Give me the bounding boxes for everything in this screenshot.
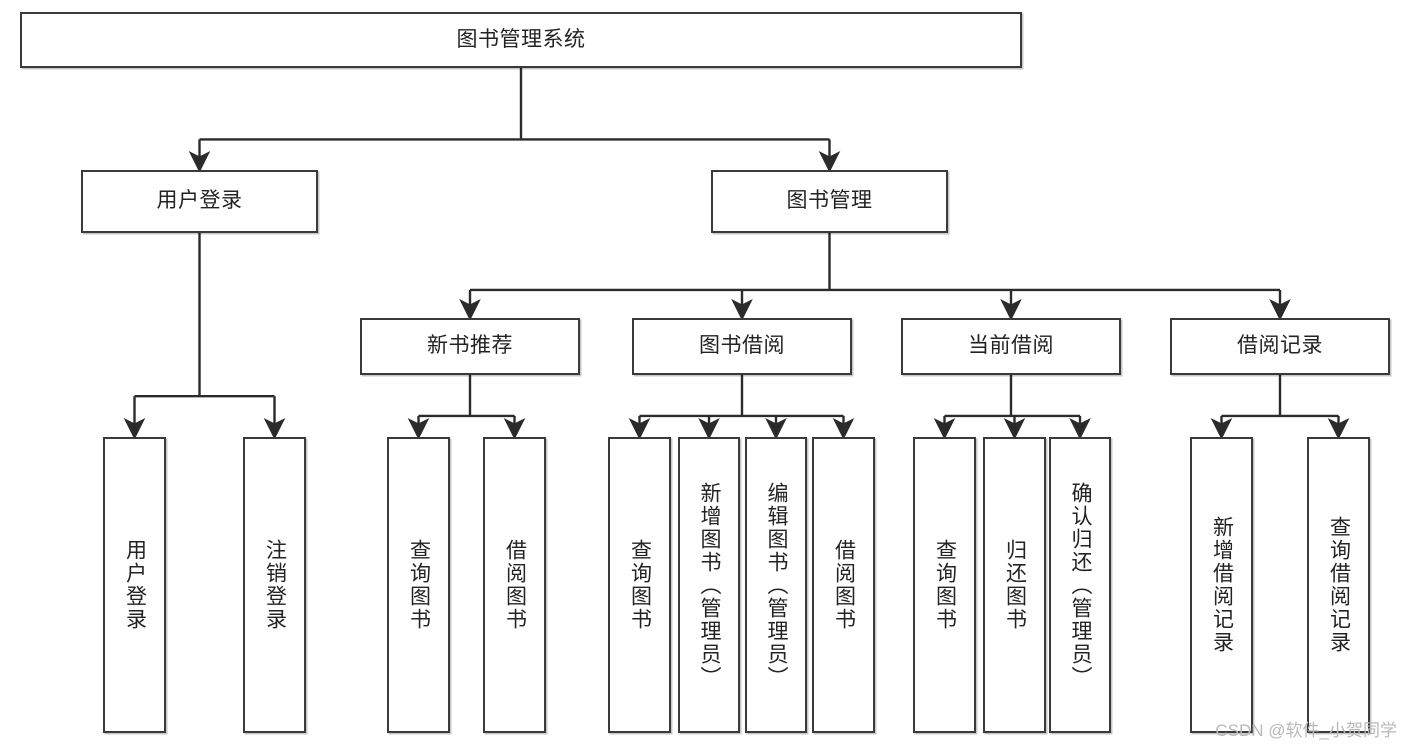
node-book-manage[interactable]: 图书管理	[711, 170, 948, 233]
node-root-label: 图书管理系统	[456, 27, 586, 51]
node-root[interactable]: 图书管理系统	[20, 12, 1022, 68]
node-leaf-user-login[interactable]: 用户登录	[103, 437, 166, 733]
node-borrow-record[interactable]: 借阅记录	[1170, 318, 1390, 375]
node-leaf-query-book-3-label: 查询图书	[933, 539, 957, 631]
node-leaf-query-record-label: 查询借阅记录	[1327, 516, 1351, 654]
node-leaf-edit-book[interactable]: 编辑图书（管理员）	[745, 437, 807, 733]
node-leaf-borrow-book-1-label: 借阅图书	[503, 539, 527, 631]
node-leaf-query-record[interactable]: 查询借阅记录	[1307, 437, 1370, 733]
node-book-borrow-label: 图书借阅	[699, 334, 785, 358]
node-leaf-confirm-return[interactable]: 确认归还（管理员）	[1049, 437, 1111, 733]
node-user-login-label: 用户登录	[156, 189, 243, 213]
node-user-login[interactable]: 用户登录	[81, 170, 318, 233]
node-leaf-logout[interactable]: 注销登录	[243, 437, 306, 733]
node-leaf-confirm-return-label: 确认归还（管理员）	[1069, 481, 1093, 689]
node-leaf-add-record-label: 新增借阅记录	[1210, 516, 1234, 654]
node-current-borrow[interactable]: 当前借阅	[901, 318, 1121, 375]
node-leaf-edit-book-label: 编辑图书（管理员）	[765, 481, 789, 689]
node-leaf-query-book-2[interactable]: 查询图书	[608, 437, 671, 733]
node-leaf-query-book-3[interactable]: 查询图书	[913, 437, 976, 733]
node-new-book-rec-label: 新书推荐	[427, 334, 513, 358]
node-leaf-add-record[interactable]: 新增借阅记录	[1190, 437, 1253, 733]
node-leaf-query-book-1[interactable]: 查询图书	[387, 437, 450, 733]
node-leaf-borrow-book-2[interactable]: 借阅图书	[812, 437, 875, 733]
node-book-borrow[interactable]: 图书借阅	[632, 318, 852, 375]
node-leaf-add-book-label: 新增图书（管理员）	[698, 481, 722, 689]
node-leaf-query-book-1-label: 查询图书	[407, 539, 431, 631]
node-leaf-borrow-book-1[interactable]: 借阅图书	[483, 437, 546, 733]
node-borrow-record-label: 借阅记录	[1237, 334, 1323, 358]
node-current-borrow-label: 当前借阅	[968, 334, 1054, 358]
node-leaf-logout-label: 注销登录	[263, 539, 287, 631]
connector-group	[123, 68, 1350, 440]
watermark-text: CSDN @软件_小贺同学	[1215, 721, 1397, 740]
node-new-book-rec[interactable]: 新书推荐	[360, 318, 580, 375]
node-book-manage-label: 图书管理	[786, 189, 873, 213]
node-leaf-add-book[interactable]: 新增图书（管理员）	[678, 437, 740, 733]
node-leaf-user-login-label: 用户登录	[123, 539, 147, 631]
node-leaf-return-book[interactable]: 归还图书	[983, 437, 1046, 733]
node-leaf-borrow-book-2-label: 借阅图书	[832, 539, 856, 631]
node-leaf-return-book-label: 归还图书	[1003, 539, 1027, 631]
node-leaf-query-book-2-label: 查询图书	[628, 539, 652, 631]
